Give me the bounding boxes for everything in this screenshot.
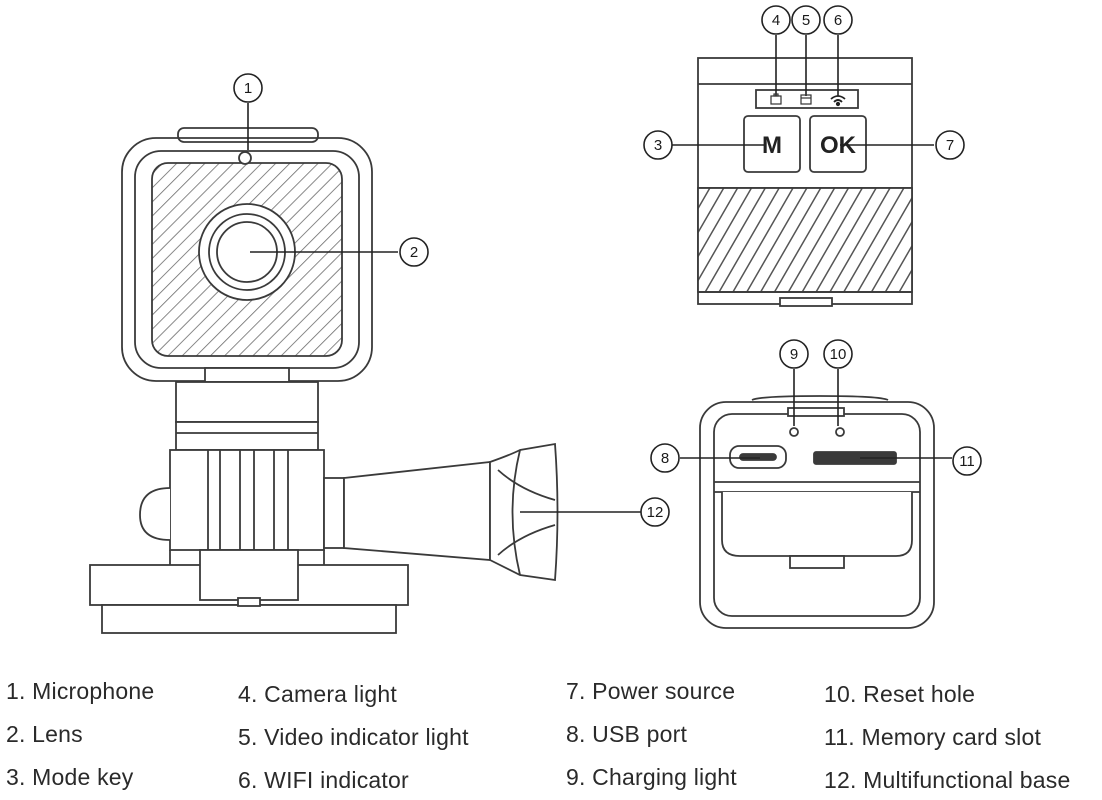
ok-key-label: OK: [820, 132, 857, 159]
callout-circle: [791, 5, 821, 35]
video-light-icon: [800, 94, 812, 105]
callout-number: 8: [661, 450, 669, 467]
legend-item-microphone: 1. Microphone: [6, 678, 155, 704]
microphone-hole: [238, 151, 252, 165]
top-camera-view: [697, 57, 913, 307]
callout-circle: [650, 443, 680, 473]
reset-hole: [835, 427, 845, 437]
callout-11: 11: [952, 446, 982, 476]
legend-item-charging-light: 9. Charging light: [566, 764, 737, 790]
callout-12: 12: [640, 497, 670, 527]
mode-key: [743, 115, 801, 173]
charging-light: [789, 427, 799, 437]
callout-number: 3: [654, 137, 662, 154]
legend-item-usb-port: 8. USB port: [566, 721, 688, 747]
callout-10: 10: [823, 339, 853, 369]
legend-item-mode-key: 3. Mode key: [6, 764, 134, 790]
legend-item-lens: 2. Lens: [6, 721, 83, 747]
callout-number: 1: [244, 80, 252, 97]
callout-circle: [952, 446, 982, 476]
callout-1: 1: [233, 73, 263, 103]
callout-circle: [779, 339, 809, 369]
callout-number: 4: [772, 12, 780, 29]
callout-circle: [761, 5, 791, 35]
callout-number: 12: [647, 504, 664, 521]
legend: 1. Microphone 2. Lens 3. Mode key 4. Cam…: [0, 670, 1102, 800]
callout-circle: [399, 237, 429, 267]
callout-8: 8: [650, 443, 680, 473]
callout-6: 6: [823, 5, 853, 35]
callout-circle: [823, 5, 853, 35]
callout-number: 7: [946, 137, 954, 154]
callout-circle: [935, 130, 965, 160]
side-camera-view: [699, 395, 935, 629]
callout-number: 2: [410, 244, 418, 261]
callout-number: 5: [802, 12, 810, 29]
callout-number: 6: [834, 12, 842, 29]
legend-item-video-indicator-light: 5. Video indicator light: [238, 724, 469, 750]
callout-number: 11: [959, 453, 975, 470]
callout-5: 5: [791, 5, 821, 35]
callout-3: 3: [643, 130, 673, 160]
callout-circle: [233, 73, 263, 103]
legend-item-power-source: 7. Power source: [566, 678, 736, 704]
legend-item-wifi-indicator: 6. WIFI indicator: [238, 767, 409, 793]
callout-circle: [640, 497, 670, 527]
callout-2: 2: [399, 237, 429, 267]
callout-circle: [823, 339, 853, 369]
legend-item-camera-light: 4. Camera light: [238, 681, 397, 707]
legend-item-reset-hole: 10. Reset hole: [824, 681, 976, 707]
ok-key: [809, 115, 867, 173]
camera-light-icon: [770, 93, 782, 105]
callout-number: 9: [790, 346, 798, 363]
mode-key-label: M: [762, 132, 782, 159]
callout-9: 9: [779, 339, 809, 369]
front-camera-view: [89, 127, 559, 634]
callout-circle: [643, 130, 673, 160]
wifi-icon: [830, 95, 846, 107]
legend-item-memory-card-slot: 11. Memory card slot: [824, 724, 1042, 750]
callout-number: 10: [830, 346, 847, 363]
legend-item-multifunctional-base: 12. Multifunctional base: [824, 767, 1071, 793]
callout-7: 7: [935, 130, 965, 160]
callout-4: 4: [761, 5, 791, 35]
